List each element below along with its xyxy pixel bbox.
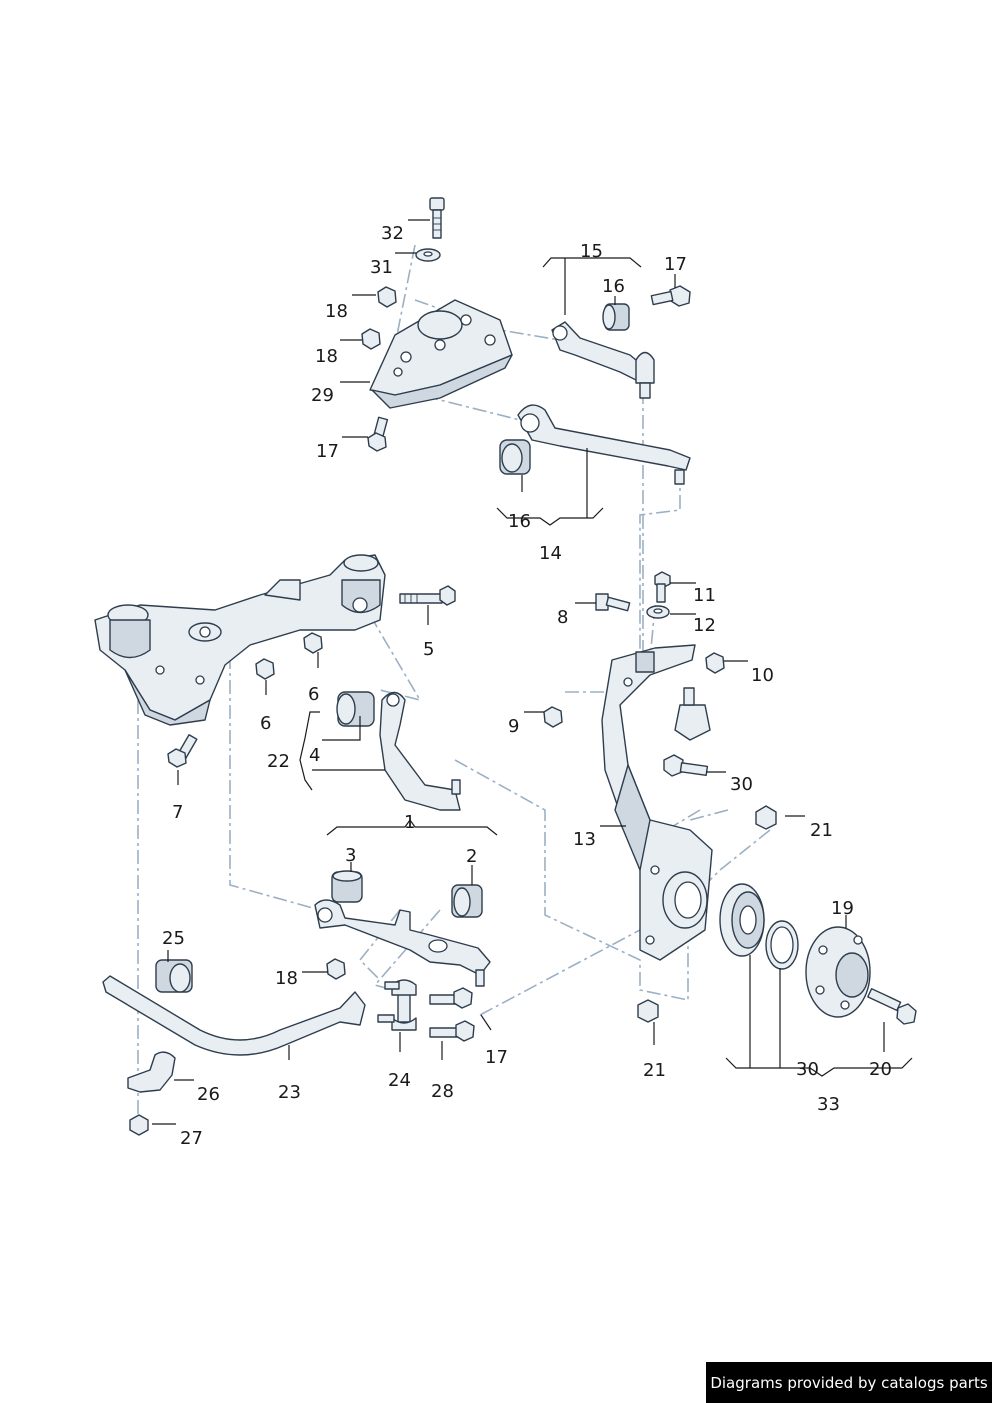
lower-arm-22 <box>379 691 461 811</box>
stabilizer-bar-23 <box>102 975 366 1056</box>
callout-24: 24 <box>388 1070 411 1091</box>
callout-25: 25 <box>162 928 185 949</box>
bushing-3 <box>331 870 363 903</box>
nut-6-right <box>303 632 323 654</box>
callout-26: 26 <box>197 1084 220 1105</box>
callout-16-upper: 16 <box>602 276 625 297</box>
callout-20: 20 <box>869 1059 892 1080</box>
subframe <box>94 554 386 726</box>
callout-14: 14 <box>539 543 562 564</box>
nut-18-middle <box>361 328 381 350</box>
callout-1: 1 <box>404 812 415 833</box>
bolt-20 <box>867 988 917 1025</box>
upper-arm-15 <box>551 321 655 399</box>
bolt-17-upper-left <box>367 416 389 452</box>
nut-21-bottom <box>637 999 659 1023</box>
callout-32: 32 <box>381 223 404 244</box>
callout-4: 4 <box>309 745 320 766</box>
callout-13: 13 <box>573 829 596 850</box>
bushing-16-lower <box>499 439 531 475</box>
bolt-17-upper-right <box>650 285 691 307</box>
callout-6-right: 6 <box>308 684 319 705</box>
callout-21-bottom: 21 <box>643 1060 666 1081</box>
callout-29: 29 <box>311 385 334 406</box>
bolt-8 <box>595 593 631 612</box>
callout-19: 19 <box>831 898 854 919</box>
callout-15: 15 <box>580 241 603 262</box>
nut-18-lower <box>326 958 346 980</box>
bolt-5 <box>399 585 456 606</box>
upper-arm-14 <box>517 404 691 485</box>
callout-8: 8 <box>557 607 568 628</box>
callout-17-lower: 17 <box>485 1047 508 1068</box>
callout-5: 5 <box>423 639 434 660</box>
callout-27: 27 <box>180 1128 203 1149</box>
bolt-28-upper <box>429 987 473 1009</box>
nut-9 <box>543 706 563 728</box>
bolt-32 <box>429 197 445 239</box>
bolt-28-lower <box>429 1020 475 1042</box>
seal-ring <box>765 920 799 970</box>
callout-31: 31 <box>370 257 393 278</box>
callout-23: 23 <box>278 1082 301 1103</box>
callout-30-knuckle: 30 <box>730 774 753 795</box>
lower-control-arm-1 <box>314 899 491 987</box>
wheel-hub-19 <box>805 926 871 1018</box>
callout-3: 3 <box>345 845 356 866</box>
callout-30-hub: 30 <box>796 1059 819 1080</box>
upper-mount-bracket <box>369 299 513 409</box>
nut-18-upper <box>377 286 397 308</box>
callout-7: 7 <box>172 802 183 823</box>
callout-16-lower: 16 <box>508 511 531 532</box>
bushing-16-upper <box>602 303 630 331</box>
callout-12: 12 <box>693 615 716 636</box>
bushing-2 <box>451 884 483 918</box>
callout-11: 11 <box>693 585 716 606</box>
bushing-25 <box>155 959 193 993</box>
steering-knuckle-13 <box>601 644 713 961</box>
callout-10: 10 <box>751 665 774 686</box>
clamp-26 <box>127 1051 176 1093</box>
callout-18-lower: 18 <box>275 968 298 989</box>
washer-12 <box>646 605 670 619</box>
nut-10 <box>705 652 725 674</box>
nut-27 <box>129 1114 149 1136</box>
leader-lines <box>152 219 913 1125</box>
callout-28: 28 <box>431 1081 454 1102</box>
callout-17-upper-left: 17 <box>316 441 339 462</box>
callout-9: 9 <box>508 716 519 737</box>
ball-joint-part <box>674 687 711 741</box>
nut-21-right <box>755 805 777 830</box>
credit-banner: Diagrams provided by catalogs parts <box>706 1362 992 1403</box>
callout-18-upper: 18 <box>325 301 348 322</box>
wheel-bearing <box>719 883 765 957</box>
callout-33: 33 <box>817 1094 840 1115</box>
coupling-rod-24 <box>377 979 417 1031</box>
callout-6-left: 6 <box>260 713 271 734</box>
callout-2: 2 <box>466 846 477 867</box>
callout-22: 22 <box>267 751 290 772</box>
callout-18-middle: 18 <box>315 346 338 367</box>
nut-6-left <box>255 658 275 680</box>
bushing-4 <box>336 691 375 727</box>
callout-17-upper-right: 17 <box>664 254 687 275</box>
bolt-30-knuckle <box>663 754 709 777</box>
bolt-11 <box>654 571 671 603</box>
washer-31 <box>415 248 441 262</box>
callout-21-right: 21 <box>810 820 833 841</box>
callouts: 32 31 18 18 29 17 15 17 16 16 14 5 6 6 7… <box>162 223 892 1149</box>
bolt-7 <box>167 734 198 768</box>
